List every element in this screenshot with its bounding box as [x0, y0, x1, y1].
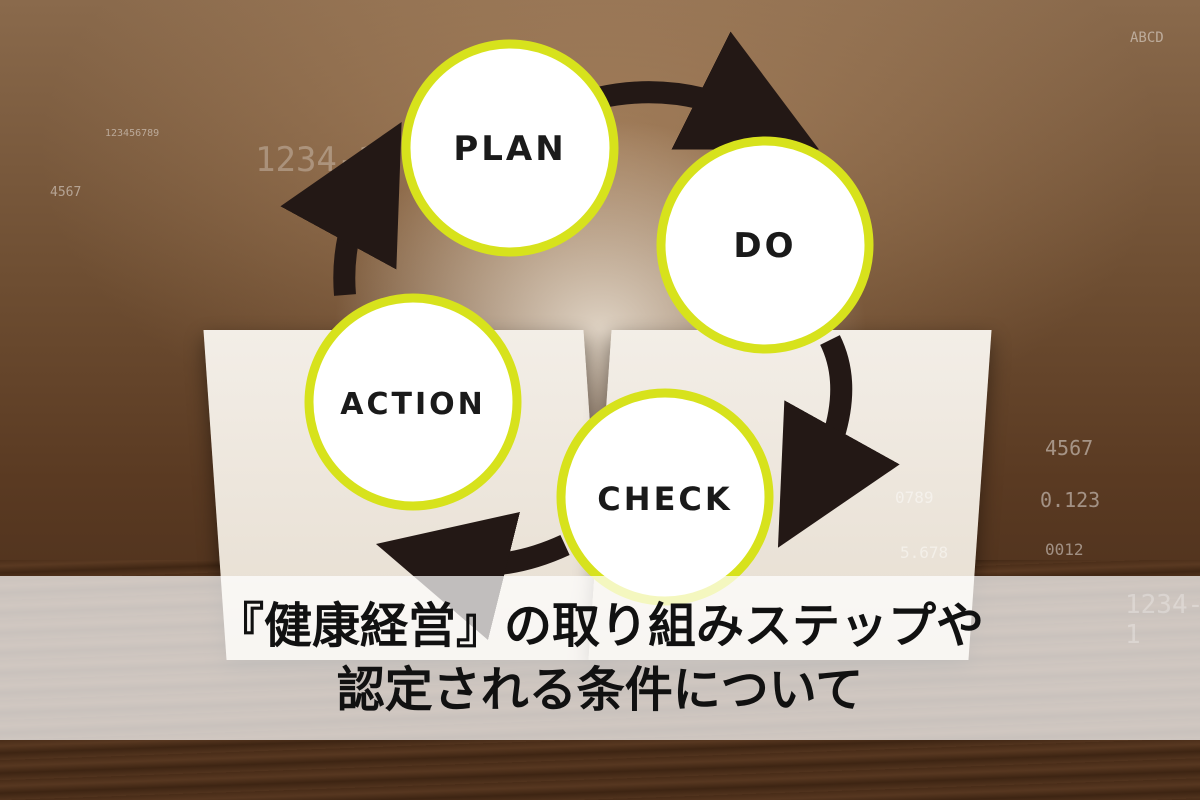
- bg-number: 0.123: [1040, 488, 1101, 512]
- bg-number: 0789: [895, 488, 934, 507]
- bg-number: 0012: [1045, 540, 1084, 559]
- title-caption-band: 『健康経営』の取り組みステップや 認定される条件について: [0, 576, 1200, 740]
- arrow-action-to-plan: [280, 122, 402, 296]
- bg-number: 4567: [1045, 436, 1094, 460]
- node-plan-label: PLAN: [453, 129, 566, 169]
- node-do: DO: [656, 136, 874, 354]
- node-plan-ring: [401, 39, 619, 257]
- node-action: ACTION: [304, 293, 522, 511]
- node-do-label: DO: [733, 226, 796, 266]
- title-line-1: 『健康経営』の取り組みステップや: [215, 598, 984, 654]
- bg-number: ABCD: [1130, 30, 1164, 46]
- arrow-do-to-check: [777, 335, 900, 548]
- bg-number: 123456789: [105, 128, 160, 139]
- node-check-label: CHECK: [597, 480, 732, 518]
- node-action-label: ACTION: [340, 387, 485, 422]
- bg-number: 4567: [50, 185, 82, 200]
- arrow-check-to-action: [375, 511, 570, 641]
- node-check: CHECK: [556, 388, 774, 606]
- node-plan: PLAN: [401, 39, 619, 257]
- node-action-ring: [304, 293, 522, 511]
- title-line-2: 認定される条件について: [336, 662, 864, 718]
- bg-number: 5.678: [900, 543, 949, 562]
- node-do-ring: [656, 136, 874, 354]
